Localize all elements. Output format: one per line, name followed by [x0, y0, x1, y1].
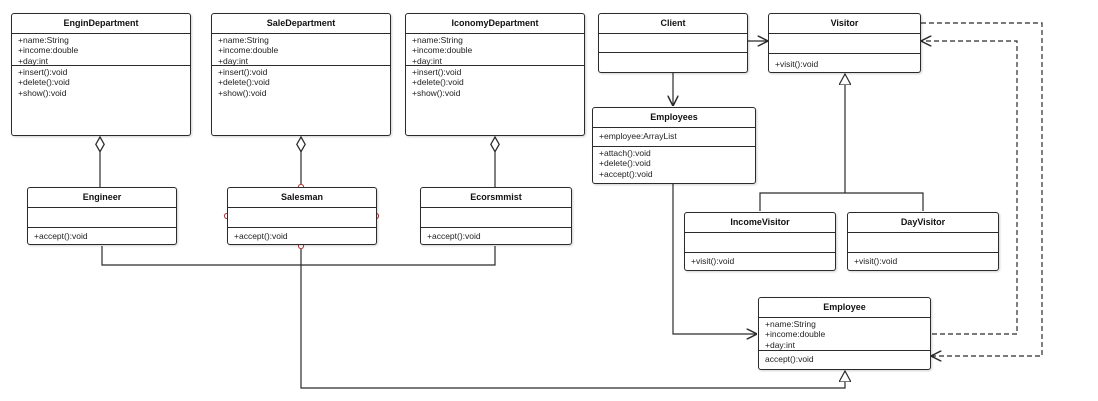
class-name: Employees: [593, 108, 755, 128]
methods-section: +visit():void: [848, 253, 998, 267]
class-name: IncomeVisitor: [685, 213, 835, 233]
class-name: SaleDepartment: [212, 14, 390, 34]
methods-section: +insert():void +delete():void +show():vo…: [212, 66, 390, 99]
attributes-section: [28, 208, 176, 228]
method: +delete():void: [218, 77, 270, 88]
dep-employee-visitor: [922, 41, 1018, 335]
methods-section: accept():void: [759, 351, 930, 365]
class-sale-department[interactable]: SaleDepartment +name:String +income:doub…: [211, 13, 391, 136]
gen-visitors-bus: [759, 192, 924, 211]
class-visitor[interactable]: Visitor +visit():void: [768, 13, 921, 73]
methods-section: [599, 53, 747, 55]
method: +visit():void: [775, 59, 819, 69]
methods-section: +visit():void: [769, 54, 920, 70]
methods-section: +accept():void: [228, 228, 376, 242]
attribute: +employee:ArrayList: [599, 131, 677, 141]
class-name: Employee: [759, 298, 930, 318]
method: +insert():void: [18, 67, 68, 77]
attribute: +income:double: [765, 329, 826, 340]
class-name: Ecorsmmist: [421, 188, 571, 208]
method: +visit():void: [691, 256, 735, 266]
attributes-section: +name:String +income:double +day:int: [759, 318, 930, 351]
class-name: Salesman: [228, 188, 376, 208]
methods-section: +accept():void: [421, 228, 571, 242]
attribute: +name:String: [765, 319, 816, 329]
method: +visit():void: [854, 256, 898, 266]
gen-members-bus: [101, 246, 496, 266]
class-employees[interactable]: Employees +employee:ArrayList +attach():…: [592, 107, 756, 184]
method: +accept():void: [34, 231, 88, 241]
attributes-section: [228, 208, 376, 228]
method: +delete():void: [599, 158, 651, 169]
method: +accept():void: [427, 231, 481, 241]
attribute: +name:String: [218, 35, 269, 45]
method: +insert():void: [412, 67, 462, 77]
methods-section: +insert():void +delete():void +show():vo…: [406, 66, 584, 99]
class-engin-department[interactable]: EnginDepartment +name:String +income:dou…: [11, 13, 191, 136]
method: +delete():void: [412, 77, 464, 88]
assoc-employees-employee: [672, 184, 756, 334]
attributes-section: +employee:ArrayList: [593, 128, 755, 147]
method: +accept():void: [599, 168, 653, 179]
class-ecorsmmist[interactable]: Ecorsmmist +accept():void: [420, 187, 572, 245]
class-name: Visitor: [769, 14, 920, 34]
attributes-section: [685, 233, 835, 253]
attributes-section: [848, 233, 998, 253]
attributes-section: [769, 34, 920, 54]
methods-section: +visit():void: [685, 253, 835, 267]
class-name: DayVisitor: [848, 213, 998, 233]
attribute: +income:double: [412, 45, 473, 56]
attributes-section: +name:String +income:double +day:int: [212, 34, 390, 66]
attribute: +income:double: [18, 45, 79, 56]
attribute: +name:String: [412, 35, 463, 45]
attribute: +income:double: [218, 45, 279, 56]
methods-section: +accept():void: [28, 228, 176, 242]
attribute: +day:int: [18, 55, 49, 66]
class-day-visitor[interactable]: DayVisitor +visit():void: [847, 212, 999, 271]
method: accept():void: [765, 354, 814, 364]
attributes-section: +name:String +income:double +day:int: [12, 34, 190, 66]
attributes-section: +name:String +income:double +day:int: [406, 34, 584, 66]
class-employee[interactable]: Employee +name:String +income:double +da…: [758, 297, 931, 370]
class-name: EnginDepartment: [12, 14, 190, 34]
attribute: +day:int: [218, 55, 249, 66]
methods-section: +insert():void +delete():void +show():vo…: [12, 66, 190, 99]
class-name: Client: [599, 14, 747, 34]
method: +accept():void: [234, 231, 288, 241]
class-client[interactable]: Client: [598, 13, 748, 73]
dep-visitor-employee: [921, 22, 1043, 356]
method: +show():void: [218, 87, 267, 98]
method: +delete():void: [18, 77, 70, 88]
class-salesman[interactable]: Salesman +accept():void: [227, 187, 377, 245]
attribute: +day:int: [765, 339, 796, 350]
class-income-visitor[interactable]: IncomeVisitor +visit():void: [684, 212, 836, 271]
methods-section: +attach():void +delete():void +accept():…: [593, 147, 755, 180]
class-name: IconomyDepartment: [406, 14, 584, 34]
method: +show():void: [18, 87, 67, 98]
method: +insert():void: [218, 67, 268, 77]
gen-salesman-employee: [300, 246, 845, 389]
attributes-section: [421, 208, 571, 228]
class-iconomy-department[interactable]: IconomyDepartment +name:String +income:d…: [405, 13, 585, 136]
method: +show():void: [412, 87, 461, 98]
class-engineer[interactable]: Engineer +accept():void: [27, 187, 177, 245]
attribute: +name:String: [18, 35, 69, 45]
class-name: Engineer: [28, 188, 176, 208]
method: +attach():void: [599, 148, 651, 158]
attributes-section: [599, 34, 747, 53]
attribute: +day:int: [412, 55, 443, 66]
